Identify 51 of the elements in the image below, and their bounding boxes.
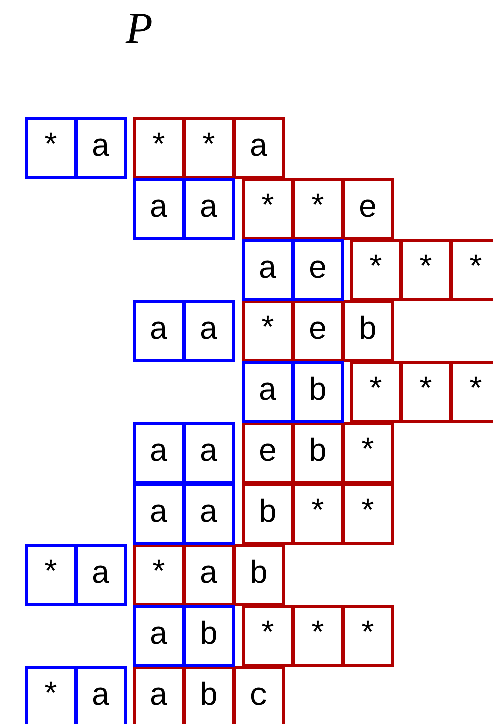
symbol-cell: * — [400, 361, 452, 423]
symbol-cell: * — [292, 483, 344, 545]
symbol-cell: a — [75, 117, 127, 179]
symbol-cell: b — [183, 605, 235, 667]
symbol-cell: * — [450, 239, 493, 301]
title: P — [126, 4, 153, 54]
symbol-cell: a — [183, 544, 235, 606]
symbol-cell: e — [242, 422, 294, 484]
symbol-cell: b — [342, 300, 394, 362]
symbol-cell: a — [75, 544, 127, 606]
symbol-cell: * — [350, 361, 402, 423]
symbol-cell: * — [400, 239, 452, 301]
symbol-cell: b — [292, 361, 344, 423]
symbol-cell: a — [183, 178, 235, 240]
symbol-cell: a — [133, 483, 185, 545]
symbol-cell: * — [25, 544, 77, 606]
symbol-cell: a — [133, 666, 185, 724]
symbol-cell: a — [183, 422, 235, 484]
symbol-cell: a — [233, 117, 285, 179]
symbol-cell: * — [350, 239, 402, 301]
symbol-cell: e — [342, 178, 394, 240]
symbol-cell: * — [242, 178, 294, 240]
symbol-cell: a — [133, 422, 185, 484]
symbol-cell: * — [342, 483, 394, 545]
symbol-cell: a — [242, 239, 294, 301]
symbol-cell: * — [342, 605, 394, 667]
symbol-cell: * — [242, 605, 294, 667]
symbol-cell: * — [292, 605, 344, 667]
symbol-cell: * — [133, 117, 185, 179]
symbol-cell: * — [25, 666, 77, 724]
symbol-cell: * — [183, 117, 235, 179]
symbol-cell: e — [292, 300, 344, 362]
symbol-cell: b — [292, 422, 344, 484]
symbol-cell: b — [183, 666, 235, 724]
symbol-cell: a — [133, 178, 185, 240]
symbol-cell: e — [292, 239, 344, 301]
symbol-cell: b — [242, 483, 294, 545]
symbol-cell: b — [233, 544, 285, 606]
symbol-cell: * — [292, 178, 344, 240]
symbol-cell: * — [25, 117, 77, 179]
symbol-cell: * — [342, 422, 394, 484]
symbol-cell: c — [233, 666, 285, 724]
symbol-cell: a — [183, 483, 235, 545]
symbol-cell: * — [242, 300, 294, 362]
symbol-cell: a — [183, 300, 235, 362]
symbol-cell: a — [133, 300, 185, 362]
symbol-cell: a — [133, 605, 185, 667]
symbol-cell: a — [75, 666, 127, 724]
symbol-cell: a — [242, 361, 294, 423]
symbol-cell: * — [133, 544, 185, 606]
symbol-cell: * — [450, 361, 493, 423]
